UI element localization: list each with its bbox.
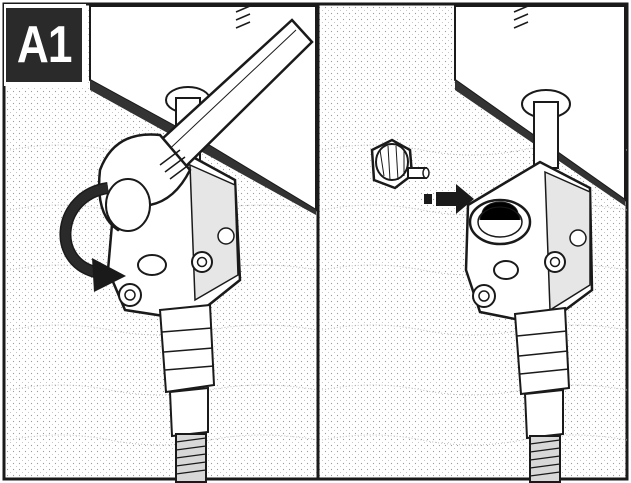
flex-hose-icon <box>176 434 206 482</box>
step-label: A1 <box>6 8 82 82</box>
flex-hose-icon-right <box>530 436 560 482</box>
step-label-text: A1 <box>17 8 72 82</box>
right-panel <box>318 4 627 482</box>
